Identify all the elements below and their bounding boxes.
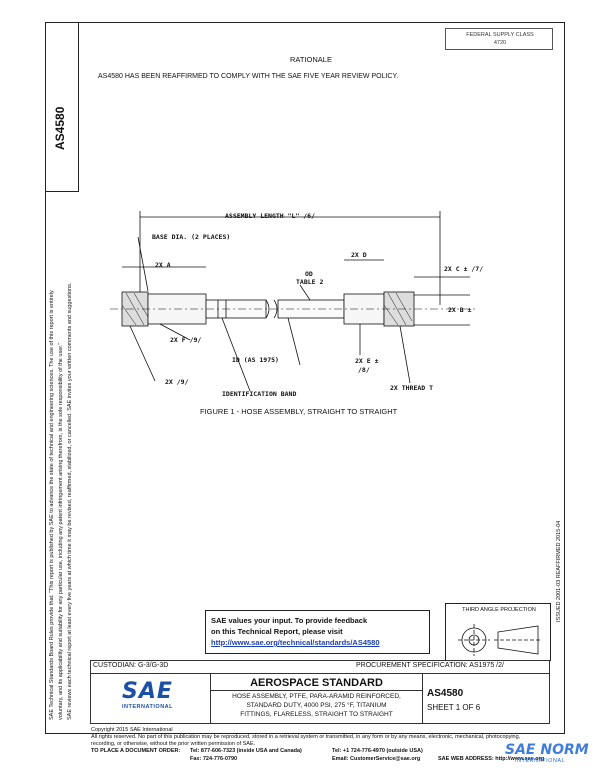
rights-line2: recording, or otherwise, without the pri… [91, 741, 256, 747]
hose-break [265, 299, 270, 319]
description-line1: HOSE ASSEMBLY, PTFE, PARA-ARAMID REINFOR… [232, 693, 401, 700]
custodian: CUSTODIAN: G-3/G-3D [93, 662, 169, 669]
watermark-sub: INTERNATIONAL [515, 758, 566, 764]
dim-2xthread-label: 2X THREAD T [390, 384, 434, 392]
dim-2xc-label: 2X C ± /7/ [444, 265, 484, 273]
web-address[interactable]: SAE WEB ADDRESS: http://www.sae.org [438, 756, 545, 762]
subtitle-hline [211, 690, 422, 691]
copyright: Copyright 2015 SAE International [91, 727, 173, 733]
dim-2xd-label: 2X D [351, 251, 367, 259]
left-disclaimer-2: voluntary, and its applicability and sui… [58, 342, 64, 720]
tel-usa: Tel: 877-606-7323 (inside USA and Canada… [190, 748, 302, 754]
dim-2x9-label: 2X /9/ [165, 378, 189, 386]
hose-assembly-drawing [110, 211, 475, 392]
sae-logo-sub: INTERNATIONAL [122, 704, 174, 710]
rights-line1: All rights reserved. No part of this pub… [91, 734, 521, 740]
order-label: TO PLACE A DOCUMENT ORDER: [91, 748, 181, 754]
issue-info: ISSUED 2001-03 REAFFIRMED 2015-04 [556, 520, 562, 622]
projection-box: THIRD ANGLE PROJECTION [445, 603, 551, 661]
figure-caption: FIGURE 1 - HOSE ASSEMBLY, STRAIGHT TO ST… [200, 407, 398, 416]
feedback-box: SAE values your input. To provide feedba… [205, 610, 430, 654]
feedback-line1: SAE values your input. To provide feedba… [211, 616, 368, 625]
projection-label: THIRD ANGLE PROJECTION [462, 607, 536, 613]
supply-class-line1: FEDERAL SUPPLY CLASS [466, 32, 534, 38]
sheet-number: SHEET 1 OF 6 [427, 703, 481, 712]
dim-od-label: OD [305, 270, 313, 278]
dim-table2-label: TABLE 2 [296, 278, 324, 286]
rationale-text: AS4580 HAS BEEN REAFFIRMED TO COMPLY WIT… [98, 73, 399, 80]
supply-class-line2: 4720 [493, 40, 507, 46]
sae-logo: SAE INTERNATIONAL [122, 680, 186, 718]
aerospace-standard-title: AEROSPACE STANDARD [250, 677, 383, 689]
left-disclaimer-1: SAE Technical Standards Board Rules prov… [49, 290, 55, 720]
watermark-text: SAE NORM [505, 742, 589, 758]
left-column-divider [45, 22, 79, 192]
base-dia-label: BASE DIA. (2 PLACES) [152, 233, 231, 241]
feedback-link[interactable]: http://www.sae.org/technical/standards/A… [211, 638, 380, 647]
dim-2xe-label: 2X E ± [355, 357, 379, 365]
description-line2: STANDARD DUTY, 4000 PSI, 275 °F, TITANIU… [246, 702, 387, 709]
description-line3: FITTINGS, FLARELESS, STRAIGHT TO STRAIGH… [240, 711, 393, 718]
dim-2xf-label: 2X F /9/ [170, 336, 202, 344]
email[interactable]: Email: CustomerService@sae.org [332, 756, 421, 762]
left-disclaimer-3: SAE reviews each technical report at lea… [67, 282, 73, 720]
sae-logo-mark: SAE [122, 679, 173, 704]
projection-symbol-icon [458, 624, 542, 656]
feedback-line2: on this Technical Report, please visit [211, 627, 343, 636]
watermark: SAE NORM INTERNATIONAL [505, 742, 597, 774]
title-block-doc-number: AS4580 [427, 688, 464, 699]
left-doc-number: AS4580 [53, 106, 67, 150]
dim-id-label: ID (AS 1975) [232, 356, 279, 364]
page-border [45, 22, 565, 734]
title-block-hline [90, 673, 550, 674]
assembly-length-label: ASSEMBLY LENGTH "L" /6/ [225, 212, 316, 220]
dim-2xb-label: 2X B ± [448, 306, 472, 314]
procurement-spec: PROCUREMENT SPECIFICATION: AS1975 /2/ [356, 662, 504, 669]
supply-class-stamp: FEDERAL SUPPLY CLASS 4720 [445, 28, 553, 50]
fax: Fax: 724-776-0790 [190, 756, 238, 762]
title-block-vline-logo [210, 673, 211, 724]
rationale-title: RATIONALE [290, 55, 332, 64]
dim-e-note-label: /8/ [358, 366, 370, 374]
id-band-label: IDENTIFICATION BAND [222, 390, 297, 398]
dim-2xa-label: 2X A [155, 261, 171, 269]
title-block [90, 660, 550, 724]
title-block-vline-number [422, 673, 423, 724]
tel-intl: Tel: +1 724-776-4970 (outside USA) [332, 748, 423, 754]
